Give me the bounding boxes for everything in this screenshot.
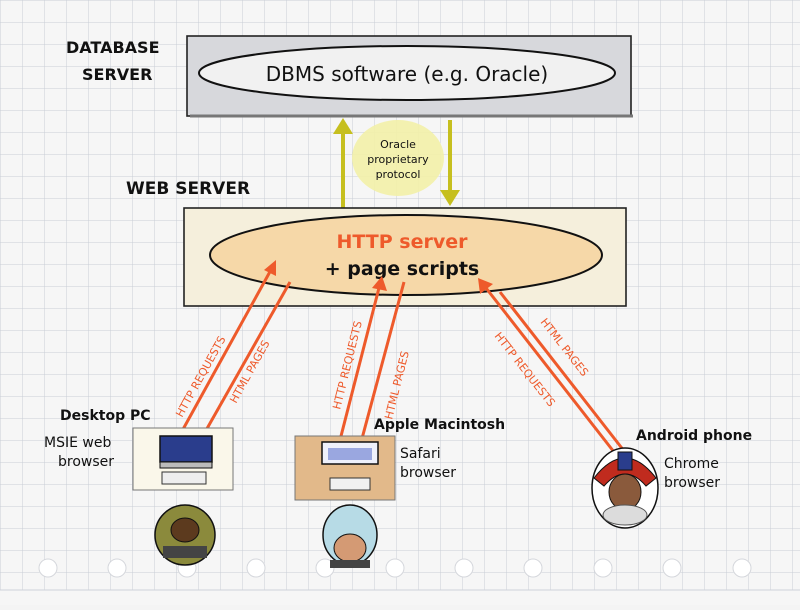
web-server-label: WEB SERVER xyxy=(126,179,250,199)
phone-title: Android phone xyxy=(636,428,752,444)
protocol-line2: proprietary xyxy=(367,153,429,166)
mac-browser-line2: browser xyxy=(400,465,456,481)
phone-browser-line2: browser xyxy=(664,475,720,491)
page-scripts-label: + page scripts xyxy=(325,258,480,280)
oracle-protocol-bubble xyxy=(352,120,444,196)
protocol-line1: Oracle xyxy=(380,138,416,151)
http-server-label: HTTP server xyxy=(336,231,468,253)
oracle-arrow-up-head xyxy=(333,118,353,134)
phone-browser-line1: Chrome xyxy=(664,456,719,472)
desktop-title: Desktop PC xyxy=(60,408,151,424)
database-label-line1: DATABASE xyxy=(66,38,160,57)
oracle-arrow-down-head xyxy=(440,190,460,206)
person-at-mac-icon xyxy=(294,435,396,568)
dbms-ellipse xyxy=(198,45,616,101)
database-label-line2: SERVER xyxy=(82,65,152,84)
mac-browser-line1: Safari xyxy=(400,446,441,462)
person-at-desktop-icon xyxy=(132,427,234,566)
http-server-ellipse xyxy=(209,214,603,296)
desktop-browser-line2: browser xyxy=(58,454,114,470)
dbms-software-label: DBMS software (e.g. Oracle) xyxy=(266,62,548,86)
desktop-browser-line1: MSIE web xyxy=(44,435,111,451)
protocol-line3: protocol xyxy=(376,168,421,181)
person-with-phone-icon xyxy=(591,447,659,529)
mac-title: Apple Macintosh xyxy=(374,417,505,433)
